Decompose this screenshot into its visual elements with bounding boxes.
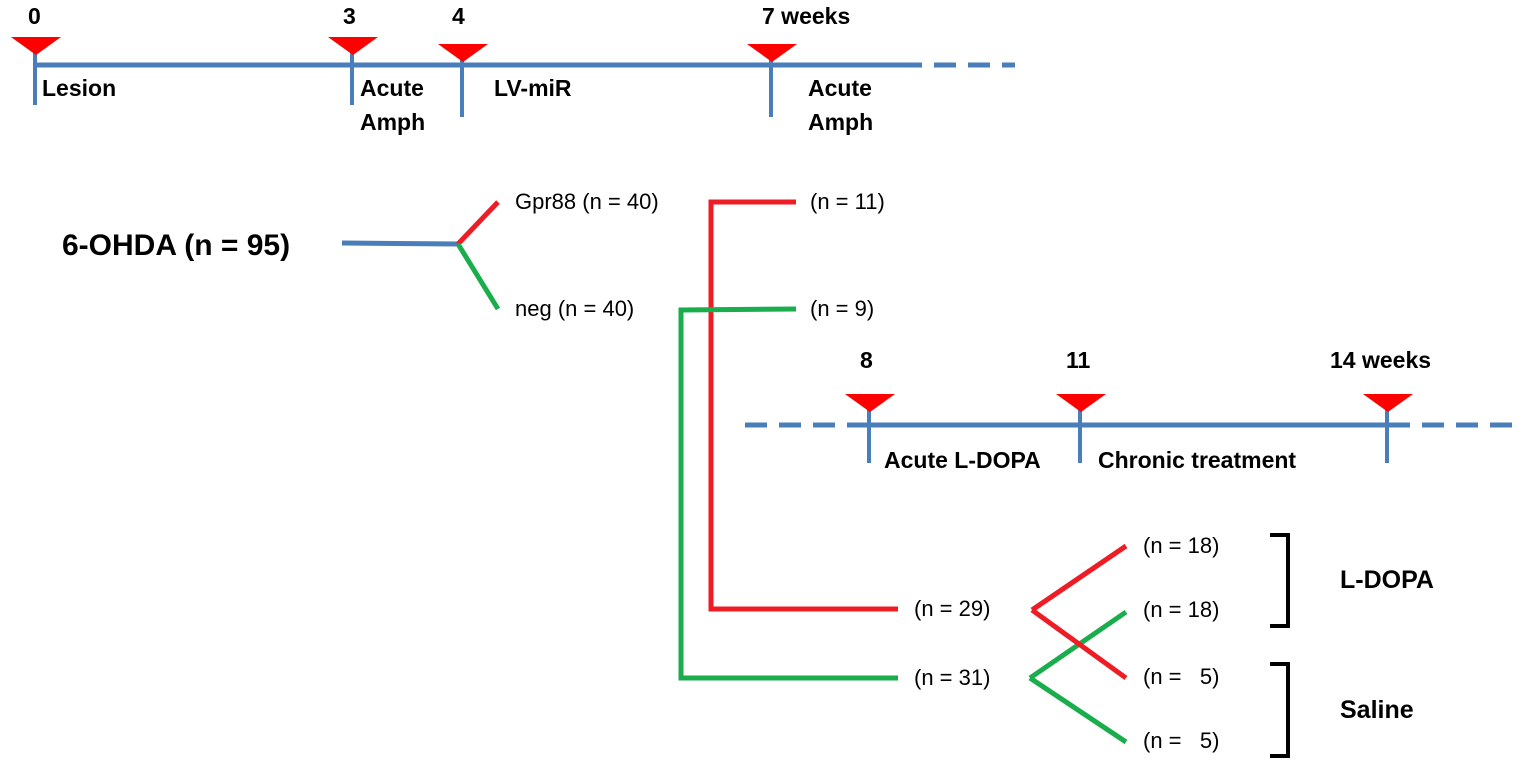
ldopa-group-label: L-DOPA (1340, 566, 1434, 594)
event-label: LV-miR (494, 75, 572, 101)
cohort-line (341, 240, 459, 247)
ldopa-neg-count: (n = 18) (1143, 597, 1219, 622)
neg-excluded-count: (n = 9) (810, 296, 874, 321)
neg-to-saline-branch (1028, 675, 1128, 745)
marker-triangle (845, 394, 895, 412)
cohort-label: 6-OHDA (n = 95) (62, 229, 290, 262)
marker-triangle (438, 44, 488, 62)
event-label: Lesion (42, 75, 116, 101)
tick-label: 8 (860, 347, 873, 373)
neg-flow-line (678, 306, 898, 681)
event-label: Acute (808, 75, 872, 101)
event-label: Acute (360, 75, 424, 101)
timeline-1: 0 3 4 7 weeks Lesion Acute Amph LV-miR A… (11, 3, 1015, 135)
saline-gpr88-count: (n = 5) (1143, 664, 1219, 689)
marker-triangle (1363, 394, 1413, 412)
neg-branch (455, 242, 501, 311)
gpr88-flow-line (708, 199, 898, 612)
neg-included-count: (n = 31) (914, 665, 990, 690)
marker-triangle (328, 37, 378, 55)
timeline-2: 8 11 14 weeks Acute L-DOPA Chronic treat… (745, 347, 1512, 473)
marker-triangle (11, 37, 61, 55)
saline-neg-count: (n = 5) (1143, 728, 1219, 753)
gpr88-to-ldopa-branch (1030, 543, 1128, 613)
gpr88-to-saline-branch (1030, 607, 1128, 681)
neg-group-label: neg (n = 40) (515, 296, 634, 321)
event-label: Chronic treatment (1098, 447, 1296, 473)
gpr88-included-count: (n = 29) (914, 596, 990, 621)
tick-label: 11 (1066, 347, 1091, 373)
event-label: Amph (808, 109, 873, 135)
gpr88-branch (456, 200, 500, 246)
tick-label: 3 (343, 3, 356, 29)
ldopa-gpr88-count: (n = 18) (1143, 533, 1219, 558)
saline-bracket (1270, 662, 1290, 758)
tick-label: 0 (28, 3, 41, 29)
tick-label: 14 weeks (1330, 347, 1431, 373)
event-label: Amph (360, 109, 425, 135)
treatment-groups: (n = 18) (n = 18) (n = 5) (n = 5) L-DOPA… (1028, 533, 1434, 758)
ldopa-bracket (1270, 533, 1290, 628)
saline-group-label: Saline (1340, 696, 1414, 724)
gpr88-group-label: Gpr88 (n = 40) (515, 189, 659, 214)
marker-triangle (1056, 394, 1106, 412)
tick-label: 7 weeks (762, 3, 850, 29)
gpr88-excluded-count: (n = 11) (810, 189, 885, 214)
cohort-split: 6-OHDA (n = 95) Gpr88 (n = 40) neg (n = … (62, 189, 990, 690)
tick-label: 4 (452, 3, 465, 29)
marker-triangle (747, 44, 797, 62)
event-label: Acute L-DOPA (884, 447, 1041, 473)
